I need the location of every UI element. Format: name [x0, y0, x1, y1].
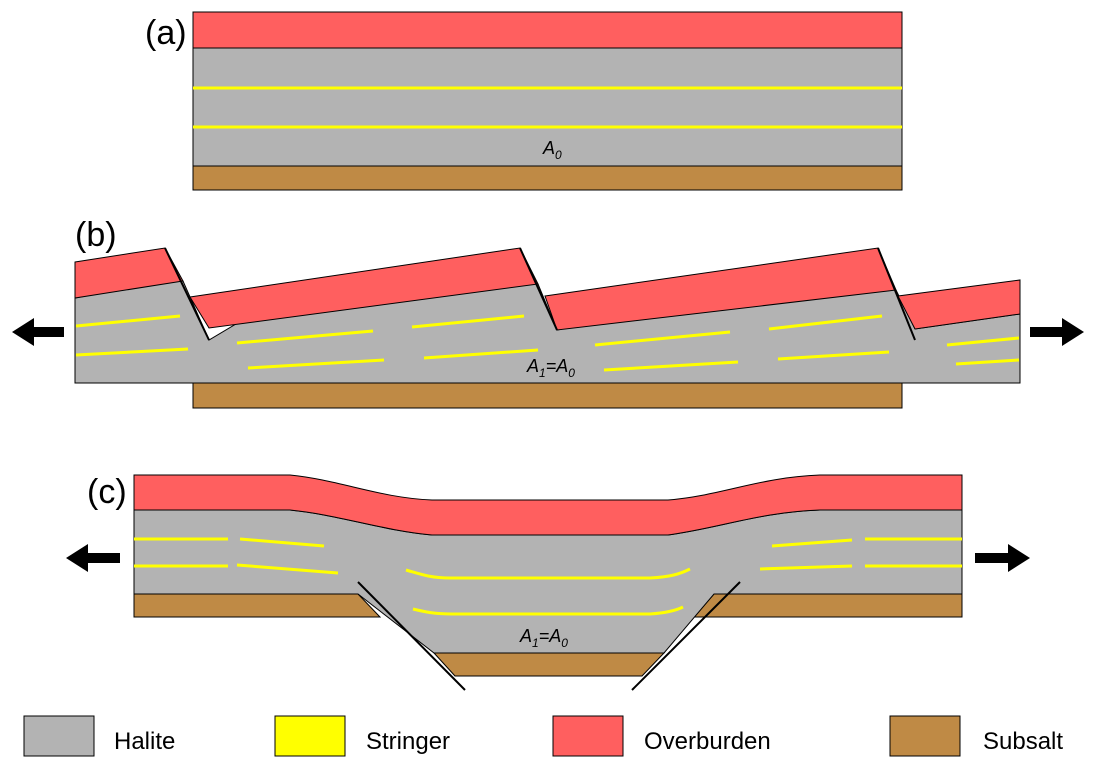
panel-b-stringer — [423, 348, 539, 360]
panel-b-stringer — [75, 314, 181, 328]
panel-b-stringer — [777, 350, 890, 361]
panel-b-stringer — [594, 330, 731, 347]
panel-c-stringer — [405, 567, 691, 580]
panel-c-overburden — [133, 474, 963, 536]
legend-label-stringer: Stringer — [366, 728, 450, 755]
panel-c-stringer — [412, 605, 684, 616]
panel-c-fault — [357, 581, 466, 691]
panel-b-stringer — [236, 329, 374, 345]
legend-swatch-stringer — [274, 715, 346, 757]
panel-b-stringer — [411, 314, 525, 329]
panel-a-label: (a) — [145, 14, 187, 52]
arrow-left-icon — [66, 544, 120, 572]
panel-a: (a) A0 — [145, 11, 903, 191]
panel-a-halite — [192, 47, 903, 167]
panel-b-area-label: A1=A0 — [526, 356, 575, 380]
arrow-right-icon — [1030, 318, 1084, 346]
panel-b-stringer — [768, 314, 883, 331]
panel-c-subsalt — [133, 593, 382, 618]
panel-c-stringer — [236, 563, 339, 575]
panel-c-stringer — [771, 538, 853, 548]
legend-swatch-overburden — [552, 715, 624, 757]
panel-b-overburden-block — [189, 247, 539, 329]
arrow-left-icon — [12, 318, 64, 346]
legend-label-overburden: Overburden — [644, 728, 771, 755]
panel-b: (b) A1=A0 — [12, 216, 1084, 409]
panel-b-fault — [519, 247, 558, 331]
panel-c-stringer — [239, 537, 325, 548]
panel-c-label: (c) — [87, 473, 127, 511]
panel-b-stringer — [955, 358, 1020, 366]
legend-swatch-halite — [23, 715, 95, 757]
legend-label-subsalt: Subsalt — [983, 728, 1063, 755]
legend-item-subsalt: Subsalt — [889, 715, 1063, 757]
legend-item-halite: Halite — [23, 715, 175, 757]
panel-c-stringer — [759, 564, 853, 571]
legend-item-stringer: Stringer — [274, 715, 450, 757]
panel-b-label: (b) — [75, 216, 117, 254]
panel-a-subsalt — [192, 165, 903, 191]
legend-item-overburden: Overburden — [552, 715, 771, 757]
panel-c-fault — [631, 581, 741, 691]
panel-c-area-label: A1=A0 — [519, 626, 568, 650]
panel-c-subsalt — [691, 593, 963, 618]
panel-b-overburden-block — [544, 247, 897, 331]
panel-b-overburden-block — [74, 247, 184, 299]
panel-b-overburden-block — [897, 279, 1021, 330]
panel-b-stringer — [75, 347, 189, 357]
panel-c-subsalt — [432, 652, 666, 677]
arrow-right-icon — [975, 544, 1030, 572]
legend-swatch-subsalt — [889, 715, 961, 757]
panel-c: (c) A1=A0 — [66, 473, 1030, 691]
panel-b-stringer — [603, 360, 739, 372]
panel-a-overburden — [192, 11, 903, 49]
legend-label-halite: Halite — [114, 728, 175, 755]
panel-b-stringer — [946, 336, 1020, 347]
legend: Halite Stringer Overburden Subsalt — [23, 715, 1063, 757]
panel-b-stringer — [247, 358, 385, 370]
panel-b-fault — [164, 247, 210, 341]
panel-b-subsalt — [192, 382, 903, 409]
panel-a-area-label: A0 — [542, 138, 562, 162]
panel-b-fault — [877, 247, 916, 341]
